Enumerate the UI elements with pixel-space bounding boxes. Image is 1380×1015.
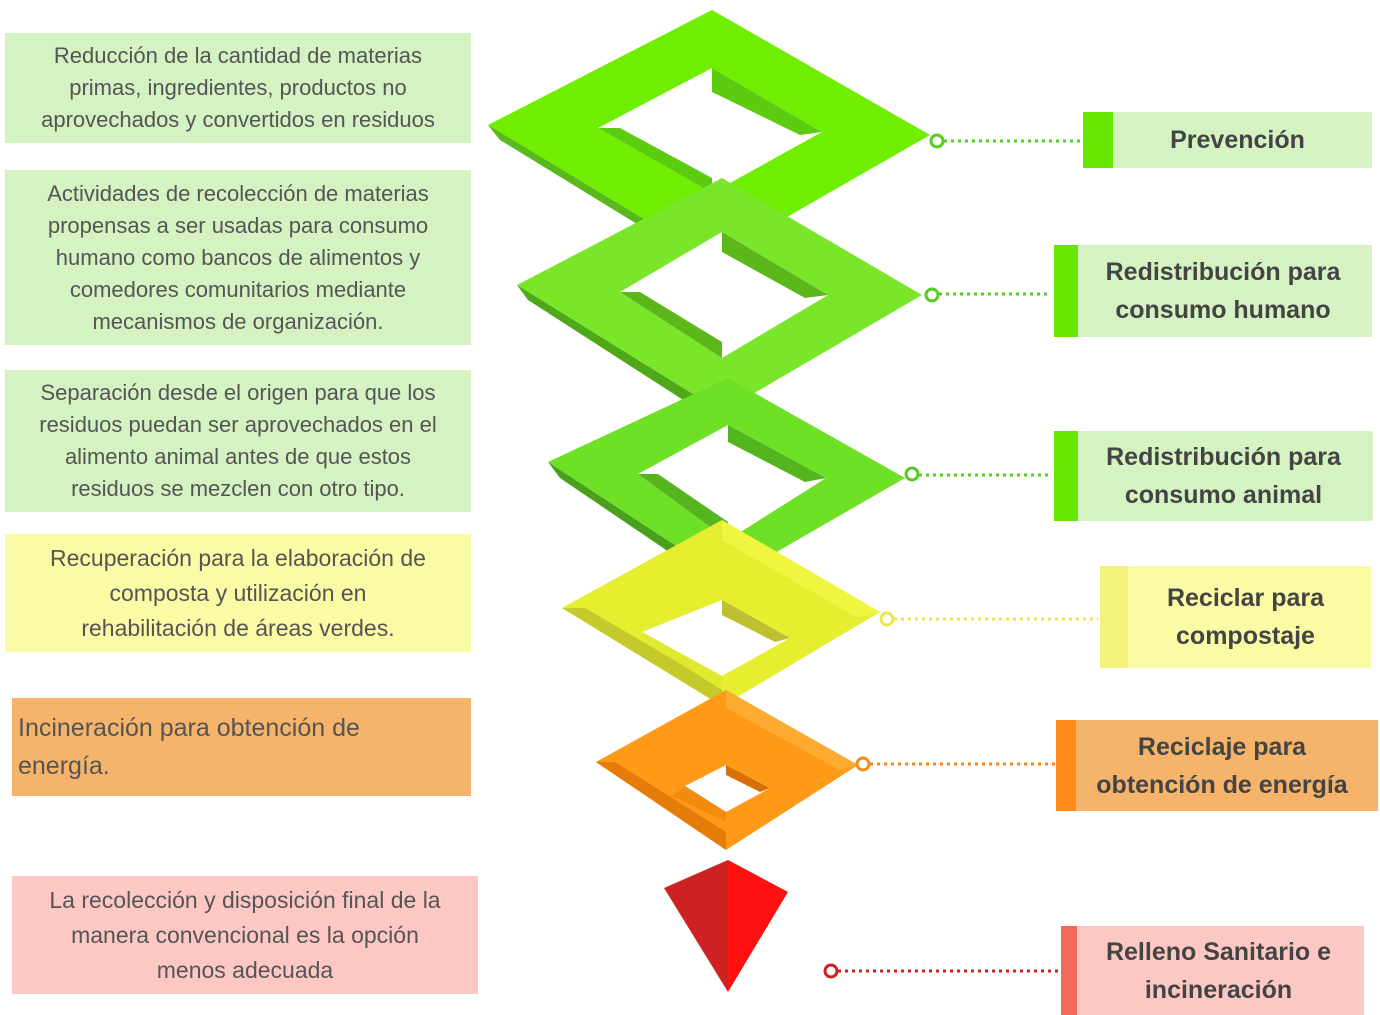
label-consumo-humano: Redistribución para consumo humano (1054, 245, 1372, 337)
connector-6 (823, 963, 1060, 979)
label-bar (1061, 926, 1077, 1015)
description-consumo-animal: Separación desde el origen para que los … (5, 370, 471, 512)
label-text: Redistribución para consumo humano (1105, 258, 1341, 324)
label-bar (1056, 720, 1076, 811)
label-bar (1083, 112, 1113, 168)
label-consumo-animal: Redistribución para consumo animal (1054, 431, 1373, 521)
connector-3 (904, 466, 1050, 482)
pyramid-tip (664, 860, 788, 992)
diamond-level-5 (596, 690, 858, 850)
description-compostaje: Recuperación para la elaboración de comp… (5, 534, 471, 652)
description-energia: Incineración para obtención de energía. (12, 698, 471, 796)
description-consumo-humano: Actividades de recolección de materias p… (5, 170, 471, 345)
description-prevencion: Reducción de la cantidad de materias pri… (5, 33, 471, 143)
label-text: Relleno Sanitario e incineración (1105, 937, 1332, 1004)
label-energia: Reciclaje para obtención de energía (1056, 720, 1378, 811)
label-bar (1054, 245, 1078, 337)
label-bar (1054, 431, 1078, 521)
label-bar (1100, 566, 1128, 668)
diamond-level-2 (517, 178, 922, 425)
label-text: Redistribución para consumo animal (1106, 443, 1341, 509)
connector-2 (924, 287, 1050, 303)
connector-5 (855, 756, 1056, 772)
label-prevencion: Prevención (1083, 112, 1372, 168)
connector-4 (879, 611, 1098, 627)
connector-1 (929, 133, 1082, 149)
description-relleno: La recolección y disposición final de la… (12, 876, 478, 994)
label-text: Reciclar para compostaje (1166, 584, 1325, 650)
label-text: Prevención (1170, 126, 1305, 154)
label-compostaje: Reciclar para compostaje (1100, 566, 1371, 668)
label-text: Reciclaje para obtención de energía (1096, 732, 1348, 799)
label-relleno: Relleno Sanitario e incineración (1061, 926, 1364, 1015)
diamond-level-4 (562, 520, 880, 706)
